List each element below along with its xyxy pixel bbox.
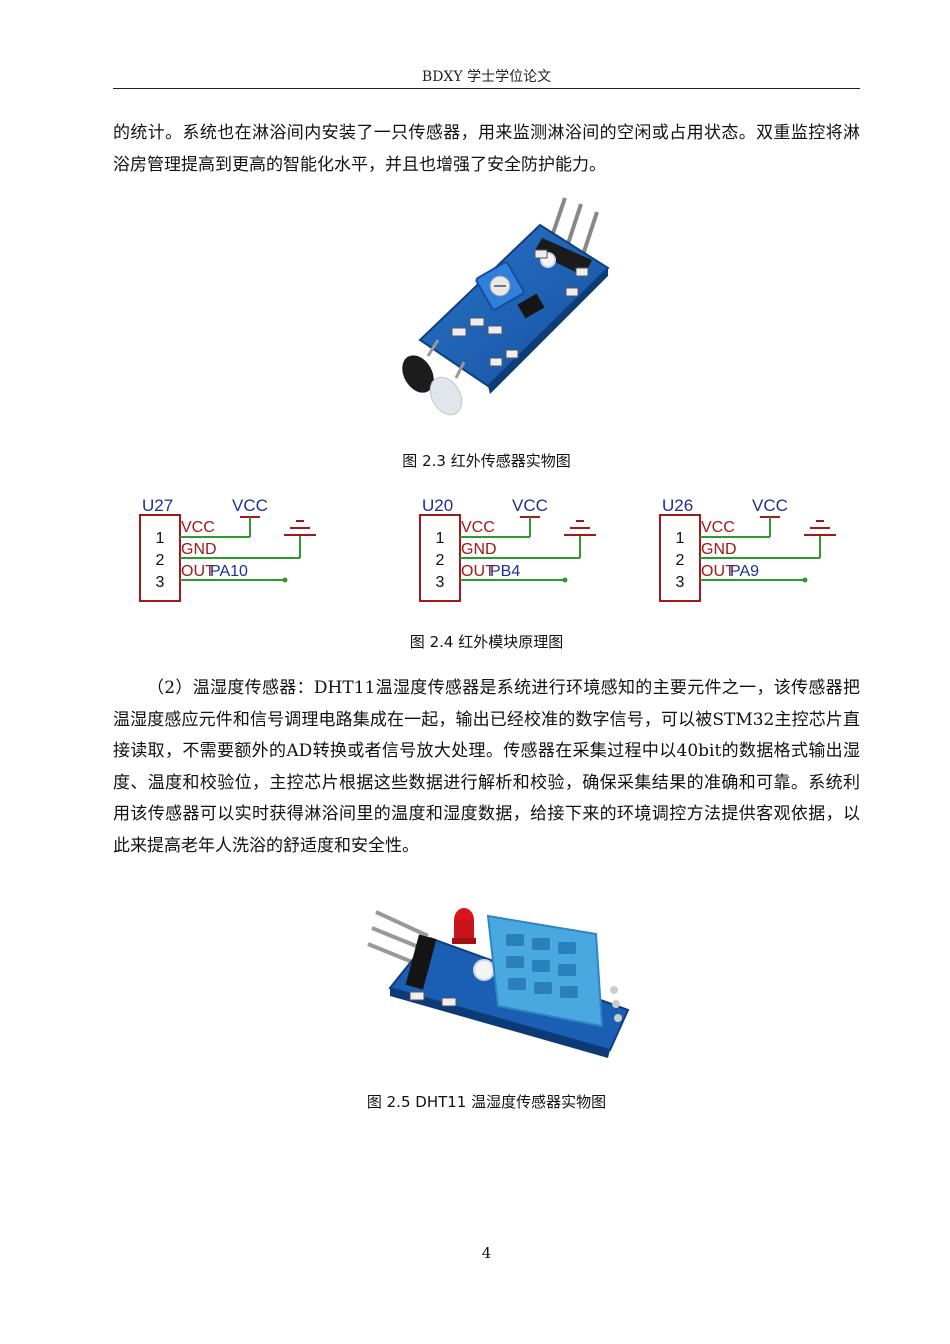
schematic-module-u27: U27 1 2 3 VCC GND OUT VCC PA10: [139, 496, 316, 602]
figure-infrared-sensor-photo: [402, 197, 610, 416]
pin-number: 2: [436, 552, 445, 569]
figure-infrared-schematic: U27 1 2 3 VCC GND OUT VCC PA10 U20 1 2 3 VCC GND OUT VC…: [139, 496, 836, 602]
pin-number: 1: [436, 530, 445, 547]
pin-name-vcc: VCC: [181, 519, 215, 536]
page-header: BDXY 学士学位论文: [421, 69, 552, 85]
vcc-label: VCC: [232, 496, 268, 515]
pin-number: 1: [676, 530, 685, 547]
module-ref-label: U20: [422, 496, 453, 515]
paragraph-1: 的统计。系统也在淋浴间内安装了一只传感器，用来监测淋浴间的空闲或占用状态。双重监…: [113, 123, 860, 175]
out-wire-end: [282, 577, 288, 583]
schematic-module-u20: U20 1 2 3 VCC GND OUT VCC PB4: [419, 496, 596, 602]
pin-name-out: OUT: [461, 563, 495, 580]
pin-name-vcc: VCC: [701, 519, 735, 536]
paragraph-2: （2）温湿度传感器：DHT11温湿度传感器是系统进行环境感知的主要元件之一，该传…: [113, 678, 860, 856]
pin-number: 3: [436, 574, 445, 591]
out-wire-end: [802, 577, 808, 583]
module-ref-label: U26: [662, 496, 693, 515]
schematic-module-u26: U26 1 2 3 VCC GND OUT VCC PA9: [659, 496, 836, 602]
net-label: PB4: [490, 563, 520, 580]
pin-number: 2: [156, 552, 165, 569]
figure-2-5-caption: 图 2.5 DHT11 温湿度传感器实物图: [366, 1093, 607, 1111]
header-rule: [113, 88, 860, 89]
pin-name-gnd: GND: [461, 541, 497, 558]
out-wire-end: [562, 577, 568, 583]
net-label: PA9: [730, 563, 759, 580]
page-number: 4: [481, 1244, 492, 1262]
pin-name-out: OUT: [181, 563, 215, 580]
pin-number: 2: [676, 552, 685, 569]
figure-2-3-caption: 图 2.3 红外传感器实物图: [402, 452, 571, 470]
vcc-label: VCC: [512, 496, 548, 515]
figure-dht11-photo: [367, 908, 630, 1058]
module-ref-label: U27: [142, 496, 173, 515]
pin-number: 3: [156, 574, 165, 591]
figure-2-4-caption: 图 2.4 红外模块原理图: [409, 633, 564, 651]
pin-name-out: OUT: [701, 563, 735, 580]
vcc-label: VCC: [752, 496, 788, 515]
net-label: PA10: [210, 563, 248, 580]
pin-number: 3: [676, 574, 685, 591]
pin-name-gnd: GND: [701, 541, 737, 558]
pin-name-gnd: GND: [181, 541, 217, 558]
pin-number: 1: [156, 530, 165, 547]
pin-name-vcc: VCC: [461, 519, 495, 536]
